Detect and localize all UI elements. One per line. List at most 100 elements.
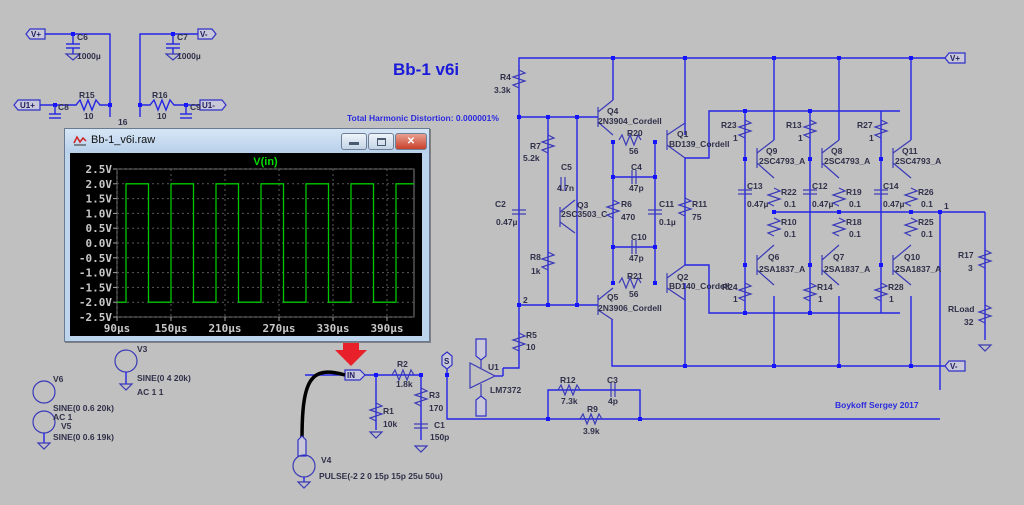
svg-text:R2: R2 [397,359,408,369]
svg-text:4p: 4p [608,396,618,406]
node-16-label: 16 [118,117,128,127]
svg-text:0.1: 0.1 [849,199,861,209]
net-flag-u1plus-left: U1+ [13,99,41,111]
svg-text:R25: R25 [918,217,934,227]
c6-value: 1000µ [77,51,101,61]
svg-text:10k: 10k [383,419,397,429]
window-title: Bb-1_v6i.raw [91,134,156,146]
r15-value: 10 [84,111,94,121]
y-tick-label: -1.5V [79,281,112,294]
svg-text:AC 1: AC 1 [53,412,73,422]
net-flag-u1minus-left: U1- [199,99,227,111]
schematic-title: Bb-1 v6i [393,60,459,79]
y-tick-label: 2.0V [86,178,113,191]
svg-text:R20: R20 [627,128,643,138]
r16-value: 10 [157,111,167,121]
x-tick-label: 270µs [262,322,295,335]
c8-label: C8 [58,102,69,112]
svg-text:0.1: 0.1 [921,199,933,209]
svg-text:R17: R17 [958,250,974,260]
transistor-symbols [559,99,912,321]
svg-text:R12: R12 [560,375,576,385]
plot-frame [116,168,415,318]
svg-text:0.1: 0.1 [921,229,933,239]
svg-text:2SC4793_A: 2SC4793_A [759,156,805,166]
svg-text:Q11: Q11 [902,146,918,156]
svg-text:0.1µ: 0.1µ [659,217,676,227]
waveform-chart: 2.5V2.0V1.5V1.0V0.5V0.0V-0.5V-1.0V-1.5V-… [79,156,415,335]
svg-text:2N3904_Cordell: 2N3904_Cordell [598,116,662,126]
svg-text:PULSE(-2 2 0 15p 15p 25u 50u): PULSE(-2 2 0 15p 15p 25u 50u) [319,471,443,481]
svg-text:2SC4793_A: 2SC4793_A [895,156,941,166]
svg-text:R26: R26 [918,187,934,197]
maximize-button[interactable] [368,133,394,150]
y-tick-label: 0.5V [86,222,113,235]
svg-text:V-: V- [950,362,958,371]
svg-text:0.47µ: 0.47µ [747,199,769,209]
capacitor-symbols [414,170,888,429]
svg-text:2SA1837_A: 2SA1837_A [895,264,941,274]
voltage-source-v5 [32,410,56,450]
close-icon: ✕ [406,136,416,147]
svg-text:Q1: Q1 [677,129,689,139]
svg-text:Q3: Q3 [577,200,589,210]
svg-text:3: 3 [968,263,973,273]
svg-text:R6: R6 [621,199,632,209]
close-button[interactable]: ✕ [395,133,427,150]
svg-text:C3: C3 [607,375,618,385]
svg-text:V+: V+ [31,30,41,39]
ground-symbol [977,344,993,352]
voltage-source-v4 [292,454,316,489]
svg-text:Q6: Q6 [768,252,780,262]
resistor-symbols [368,69,993,426]
chart-title: V(in) [253,156,278,168]
svg-text:0.47µ: 0.47µ [883,199,905,209]
svg-text:SINE(0 0.6 20k): SINE(0 0.6 20k) [53,403,114,413]
waveform-app-icon [73,135,87,146]
svg-text:V+: V+ [950,54,960,63]
net-flag-vminus-right: V- [944,360,966,372]
net-flag-u1minus-opamp [475,395,487,417]
supply-filter-section [40,32,200,119]
svg-text:S: S [444,357,450,366]
svg-text:Q8: Q8 [831,146,843,156]
svg-text:0.1: 0.1 [784,229,796,239]
minimize-button[interactable] [341,133,367,150]
svg-text:3.9k: 3.9k [583,426,600,436]
svg-text:47p: 47p [629,253,644,263]
ground-symbol [368,431,384,439]
x-tick-label: 390µs [370,322,403,335]
svg-text:1: 1 [818,294,823,304]
svg-text:V4: V4 [321,455,332,465]
svg-text:R24: R24 [722,282,738,292]
y-tick-label: 1.0V [86,207,113,220]
svg-text:Q5: Q5 [607,292,619,302]
c7-value: 1000µ [177,51,201,61]
svg-text:C2: C2 [495,199,506,209]
svg-text:1k: 1k [531,266,541,276]
svg-text:170: 170 [429,403,443,413]
net-flag-u1plus-opamp [475,338,487,361]
net-flag-in[interactable]: IN [344,369,366,381]
r15-label: R15 [79,90,95,100]
svg-text:R19: R19 [846,187,862,197]
svg-text:2N3906_Cordell: 2N3906_Cordell [598,303,662,313]
svg-text:Q7: Q7 [833,252,845,262]
window-titlebar[interactable]: Bb-1_v6i.raw ✕ [65,129,429,153]
svg-text:U1: U1 [488,362,499,372]
svg-text:C13: C13 [747,181,763,191]
svg-text:BD139_Cordell: BD139_Cordell [669,139,729,149]
x-tick-label: 330µs [316,322,349,335]
svg-text:BD140_Cordell: BD140_Cordell [669,281,729,291]
svg-text:R9: R9 [587,404,598,414]
amplifier-wiring [305,57,986,440]
svg-text:C10: C10 [631,232,647,242]
svg-text:1: 1 [889,294,894,304]
svg-text:V-: V- [200,30,208,39]
svg-text:IN: IN [347,371,355,380]
node-2-label: 2 [523,295,528,305]
